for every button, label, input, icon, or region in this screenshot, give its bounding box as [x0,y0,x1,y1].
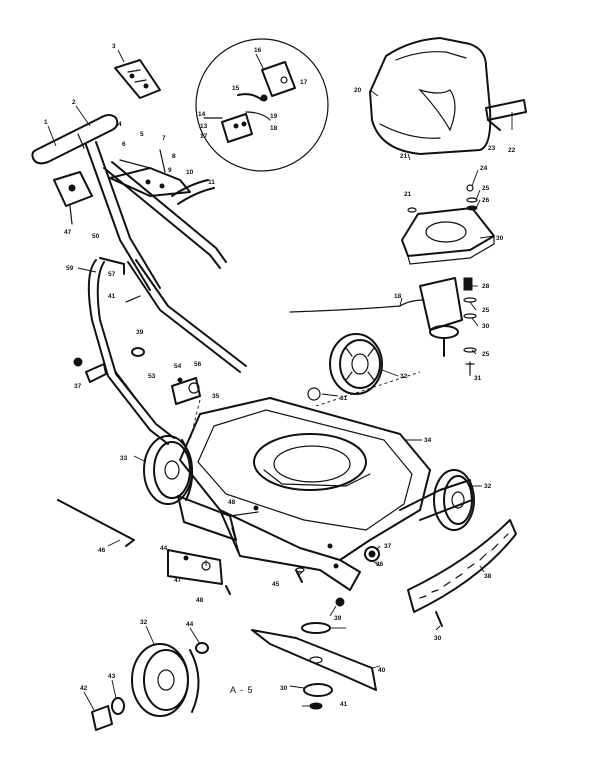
callout-1: 1 [44,119,48,126]
callout-11: 11 [208,179,215,186]
callout-2: 2 [72,99,76,106]
callout-54: 54 [174,363,182,370]
callout-42: 42 [80,685,88,692]
callout-50: 50 [92,233,100,240]
callout-9: 9 [168,167,172,174]
callout-23: 23 [488,145,496,152]
callout-14: 14 [198,111,206,118]
callout-20: 20 [354,87,362,94]
callout-28: 28 [482,283,490,290]
callout-7: 7 [162,135,166,142]
part-46-rod [57,499,135,547]
part-40-blade [251,629,377,710]
callout-48-upper: 48 [228,499,236,506]
callout-3: 3 [112,43,116,50]
height-adjuster [171,377,201,405]
rear-bracket [167,495,259,595]
wheel-front-left [91,642,209,731]
callout-24: 24 [480,165,488,172]
callout-31-wheel: 31 [340,395,348,402]
callout-36: 36 [376,561,384,568]
callout-40: 40 [378,667,386,674]
callout-17-inset-bottom: 17 [200,133,208,140]
callout-46-rod: 46 [98,547,106,554]
callout-13: 13 [200,123,208,130]
callout-26: 26 [482,197,490,204]
leader-lines [47,49,513,711]
callout-30-mount: 30 [496,235,504,242]
callout-33: 33 [120,455,128,462]
callout-39-deck: 39 [334,615,342,622]
detail-inset [195,38,329,172]
callout-47-bracket: 47 [174,577,182,584]
motor-cover [369,37,527,155]
callout-45: 45 [272,581,280,588]
callout-37-deck: 37 [384,543,392,550]
callout-19: 19 [270,113,278,120]
callout-44-bracket: 44 [160,545,168,552]
callout-30-blade: 30 [280,685,288,692]
callout-56: 56 [194,361,202,368]
callout-25-mid: 25 [482,307,490,314]
wheel-rear-right [307,333,383,401]
callout-47-upper: 47 [64,229,72,236]
callout-38: 38 [484,573,492,580]
wheel-front-right [433,469,475,531]
motor-mount-assembly [289,184,495,375]
page-label: A - 5 [230,685,254,695]
wheel-rear-left [143,435,194,505]
callout-18-motor: 18 [394,293,402,300]
callout-39: 39 [136,329,144,336]
callout-32-front-left: 32 [140,619,148,626]
part-3-bracket [114,59,161,99]
callout-43: 43 [108,673,116,680]
callout-25-top: 25 [482,185,490,192]
upper-handle-assembly [31,114,227,291]
callout-10: 10 [186,169,194,176]
lower-handle [73,257,247,445]
callout-30-motor: 30 [482,323,490,330]
callout-48-lower: 48 [196,597,204,604]
callout-21-mount: 21 [404,191,412,198]
callout-53: 53 [148,373,156,380]
callout-41-blade: 41 [340,701,348,708]
callout-6: 6 [122,141,126,148]
callout-15: 15 [232,85,240,92]
callout-22: 22 [508,147,516,154]
callout-32-rear-right: 32 [400,373,408,380]
callout-41: 41 [108,293,116,300]
callout-8: 8 [172,153,176,160]
callout-4: 4 [118,121,122,128]
callout-32-front-right: 32 [484,483,492,490]
callout-25-bottom: 25 [482,351,490,358]
callout-37-left: 37 [74,383,82,390]
part-38-deflector [407,519,517,627]
callout-34: 34 [424,437,432,444]
callout-31-motor: 31 [474,375,482,382]
callout-59: 59 [66,265,74,272]
callout-30-deflector: 30 [434,635,442,642]
callout-5: 5 [140,131,144,138]
callout-44-wheel: 44 [186,621,194,628]
callout-35: 35 [212,393,220,400]
callout-labels: 3 1 2 4 5 6 7 8 9 10 11 47 50 16 15 17 1… [44,43,516,708]
mower-deck [179,371,473,591]
callout-57: 57 [108,271,116,278]
callout-21-cover: 21 [400,153,408,160]
callout-16-inset: 16 [254,47,262,54]
callout-18-inset: 18 [270,125,278,132]
callout-17-inset-top: 17 [300,79,308,86]
